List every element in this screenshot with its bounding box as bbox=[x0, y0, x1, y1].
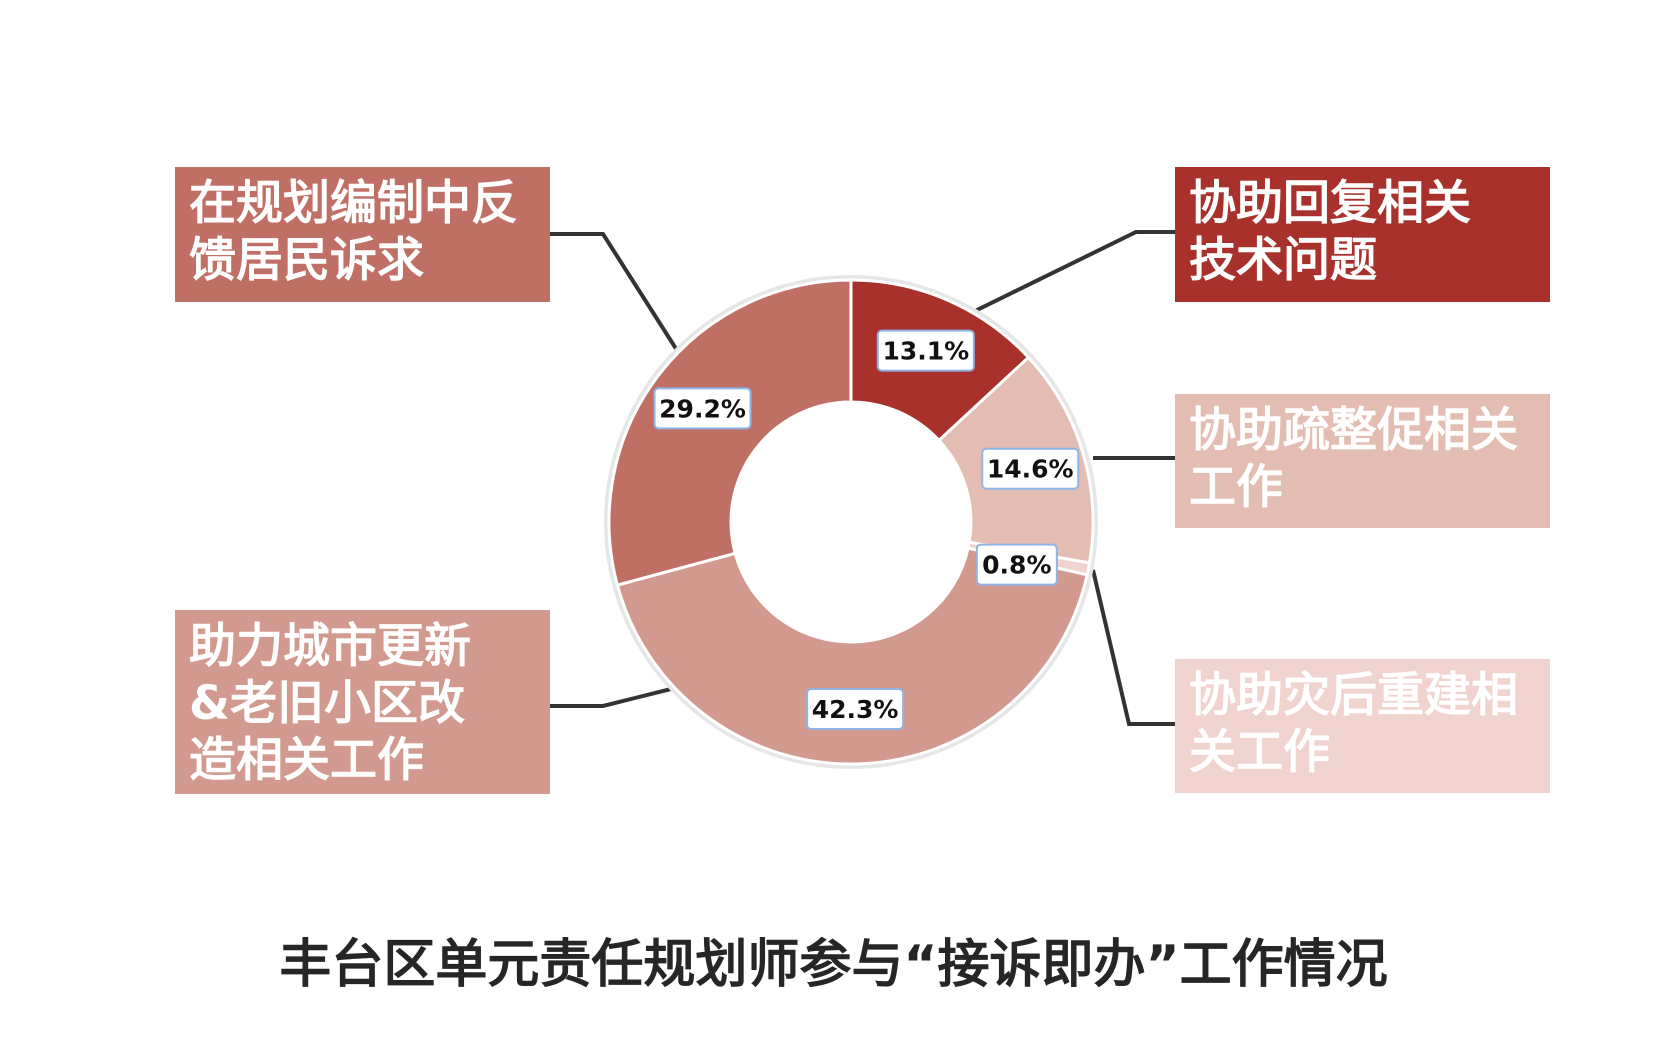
category-label-line: 造相关工作 bbox=[189, 733, 424, 788]
leader-line-urban-renewal bbox=[550, 686, 676, 708]
pct-label-shuzhengcu-work: 14.6% bbox=[981, 447, 1080, 490]
category-label-line: 协助回复相关 bbox=[1189, 176, 1471, 231]
category-label-line: 助力城市更新 bbox=[189, 619, 471, 674]
pct-label-text: 29.2% bbox=[659, 394, 746, 423]
pct-label-box bbox=[806, 687, 905, 730]
pct-label-text: 13.1% bbox=[882, 337, 969, 366]
pct-label-text: 14.6% bbox=[987, 455, 1074, 484]
category-label-line: 协助疏整促相关 bbox=[1189, 403, 1518, 458]
percentage-labels: 13.1% 14.6% 0.8% 42.3% 29.2% bbox=[653, 329, 1080, 730]
pct-label-text: 0.8% bbox=[982, 551, 1051, 580]
donut-slices bbox=[604, 275, 1098, 769]
category-label-line: 关工作 bbox=[1189, 725, 1330, 780]
pct-label-disaster-reconstruction: 0.8% bbox=[975, 543, 1058, 586]
pct-label-box bbox=[653, 387, 752, 430]
slice-urban-renewal bbox=[615, 546, 1089, 766]
pct-label-text: 42.3% bbox=[812, 695, 899, 724]
chart-title: 丰台区单元责任规划师参与“接诉即办”工作情况 bbox=[279, 935, 1388, 995]
leader-line-reply-technical-questions bbox=[974, 230, 1175, 313]
pct-label-box bbox=[876, 329, 975, 372]
leader-lines bbox=[550, 230, 1175, 726]
category-box-disaster-reconstruction: 协助灾后重建相 关工作 bbox=[1175, 659, 1550, 793]
donut-shadow bbox=[604, 275, 1098, 769]
pct-label-reply-technical-questions: 13.1% bbox=[876, 329, 975, 372]
category-label-line: 协助灾后重建相 bbox=[1189, 668, 1518, 723]
category-box-urban-renewal: 助力城市更新 &老旧小区改 造相关工作 bbox=[175, 610, 550, 794]
category-box-reply-technical-questions: 协助回复相关 技术问题 bbox=[1175, 167, 1550, 302]
pct-label-box bbox=[975, 543, 1058, 586]
category-label-line: 在规划编制中反 bbox=[189, 176, 518, 231]
category-label-line: 技术问题 bbox=[1189, 233, 1377, 288]
leader-line-resident-feedback bbox=[550, 232, 682, 357]
pct-label-resident-feedback: 29.2% bbox=[653, 387, 752, 430]
leader-line-disaster-reconstruction bbox=[1091, 569, 1175, 726]
slice-resident-feedback bbox=[607, 278, 853, 587]
category-label-line: &老旧小区改 bbox=[189, 676, 465, 731]
category-box-resident-feedback: 在规划编制中反 馈居民诉求 bbox=[175, 167, 550, 302]
category-label-line: 馈居民诉求 bbox=[189, 233, 424, 288]
category-box-shuzhengcu-work: 协助疏整促相关 工作 bbox=[1175, 394, 1550, 528]
category-label-line: 工作 bbox=[1189, 460, 1283, 515]
pct-label-box bbox=[981, 447, 1080, 490]
pct-label-urban-renewal: 42.3% bbox=[806, 687, 905, 730]
